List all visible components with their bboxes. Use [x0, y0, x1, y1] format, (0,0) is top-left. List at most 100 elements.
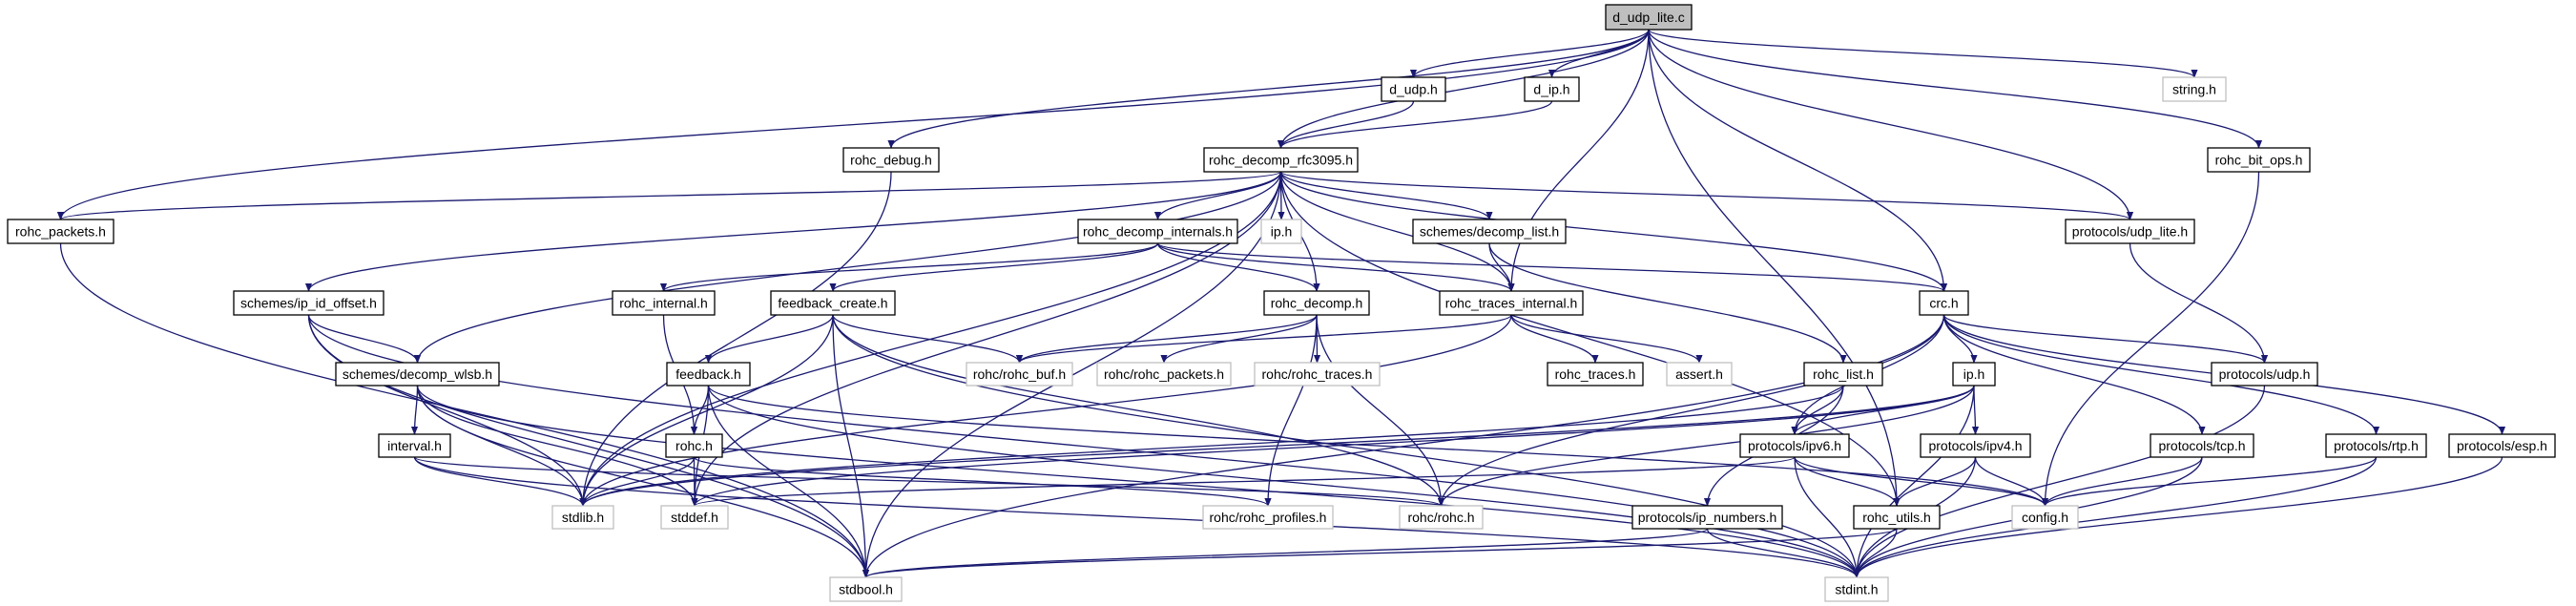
node-box	[1803, 362, 1883, 387]
node-label: d_udp_lite.c	[1612, 10, 1685, 25]
edge-rohc_utils-to-stdint	[1853, 528, 1898, 578]
node-label: assert.h	[1675, 366, 1723, 382]
graph-node-decomp-wlsb[interactable]: schemes/decomp_wlsb.h	[335, 362, 500, 387]
node-box	[1077, 219, 1238, 244]
graph-node-rohc-rohc-traces[interactable]: rohc/rohc_traces.h	[1254, 362, 1381, 387]
graph-node-ip-gray[interactable]: ip.h	[1260, 219, 1302, 244]
graph-node-root[interactable]: d_udp_lite.c	[1605, 4, 1693, 31]
graph-node-rohc-decomp[interactable]: rohc_decomp.h	[1263, 290, 1370, 316]
graph-node-rohc-packets[interactable]: rohc_packets.h	[7, 219, 114, 244]
graph-node-rtp[interactable]: protocols/rtp.h	[2325, 433, 2427, 458]
edge-root-to-bit_ops	[1648, 29, 2263, 149]
node-label: protocols/rtp.h	[2334, 438, 2419, 453]
graph-node-rohc-rohc-packets[interactable]: rohc/rohc_packets.h	[1096, 362, 1232, 387]
node-label: rohc_internal.h	[619, 296, 708, 311]
edge-root-to-udp_lite	[1648, 29, 2134, 220]
node-label: stddef.h	[671, 510, 718, 525]
graph-node-d-udp[interactable]: d_udp.h	[1381, 76, 1446, 102]
graph-node-ip-id-offset[interactable]: schemes/ip_id_offset.h	[233, 290, 384, 316]
edge-rohc_decomp-to-rohc_profiles	[1264, 314, 1318, 507]
graph-node-rohc-list[interactable]: rohc_list.h	[1803, 362, 1883, 387]
node-label: schemes/decomp_list.h	[1420, 224, 1559, 240]
node-label: rohc_list.h	[1813, 366, 1874, 382]
graph-node-ipv6[interactable]: protocols/ipv6.h	[1739, 433, 1850, 458]
edge-rtp-to-stdint	[1853, 456, 2378, 578]
graph-node-ipv4[interactable]: protocols/ipv4.h	[1920, 433, 2031, 458]
node-box	[1919, 290, 1969, 316]
node-label: protocols/tcp.h	[2158, 438, 2245, 453]
node-label: interval.h	[387, 438, 442, 453]
node-label: stdint.h	[1835, 582, 1878, 597]
graph-node-decomp-internals[interactable]: rohc_decomp_internals.h	[1077, 219, 1238, 244]
node-layer: d_udp_lite.c d_udp.h d_ip.h string.h rohc_de…	[7, 4, 2556, 602]
node-box	[1524, 76, 1580, 102]
graph-node-string[interactable]: string.h	[2162, 76, 2227, 102]
edge-decomp_internals-to-traces_internal	[1156, 242, 1515, 292]
graph-node-rfc3095[interactable]: rohc_decomp_rfc3095.h	[1203, 147, 1359, 173]
node-box	[2448, 433, 2556, 458]
graph-node-rohc-rohc[interactable]: rohc/rohc.h	[1399, 505, 1484, 530]
edge-rfc3095-to-udp_lite	[1279, 171, 2133, 220]
edge-crc-to-rohc_rohc	[1437, 314, 1945, 507]
graph-node-assert[interactable]: assert.h	[1666, 362, 1733, 387]
graph-node-feedback[interactable]: feedback.h	[666, 362, 751, 387]
edge-rohc_decomp-to-rohc_rohc	[1316, 314, 1445, 507]
edge-traces_internal-to-rohc_traces	[1510, 314, 1599, 364]
node-box	[2162, 76, 2227, 102]
edge-ip_id_offset-to-stdlib	[307, 314, 587, 507]
node-box	[233, 290, 384, 316]
node-box	[378, 433, 451, 458]
node-label: rohc/rohc_packets.h	[1104, 366, 1224, 382]
node-box	[335, 362, 500, 387]
edge-root-to-rohc_debug	[887, 29, 1650, 149]
graph-node-ip[interactable]: ip.h	[1952, 362, 1996, 387]
node-box	[551, 505, 614, 530]
graph-node-stddef[interactable]: stddef.h	[660, 505, 729, 530]
graph-node-rohc-buf[interactable]: rohc/rohc_buf.h	[966, 362, 1073, 387]
edge-rohc_utils-to-stdbool	[862, 528, 1898, 578]
graph-node-tcp[interactable]: protocols/tcp.h	[2150, 433, 2254, 458]
graph-node-config[interactable]: config.h	[2011, 505, 2079, 530]
graph-node-udp-lite[interactable]: protocols/udp_lite.h	[2065, 219, 2195, 244]
graph-node-stdbool[interactable]: stdbool.h	[829, 576, 903, 602]
graph-node-ip-numbers[interactable]: protocols/ip_numbers.h	[1631, 505, 1783, 530]
graph-node-d-ip[interactable]: d_ip.h	[1524, 76, 1580, 102]
graph-node-rohc-profiles[interactable]: rohc/rohc_profiles.h	[1202, 505, 1334, 530]
graph-node-decomp-list[interactable]: schemes/decomp_list.h	[1412, 219, 1567, 244]
node-box	[1412, 219, 1567, 244]
edge-rohc_decomp-to-rohc_rohc_packets	[1160, 314, 1318, 364]
graph-node-interval[interactable]: interval.h	[378, 433, 451, 458]
node-box	[1096, 362, 1232, 387]
edge-decomp_internals-to-crc	[1156, 242, 1947, 292]
edge-feedback_create-to-stdint	[832, 314, 1860, 578]
node-box	[1439, 290, 1584, 316]
graph-node-crc[interactable]: crc.h	[1919, 290, 1969, 316]
graph-node-rohc-utils[interactable]: rohc_utils.h	[1853, 505, 1941, 530]
node-label: rohc_utils.h	[1862, 510, 1931, 525]
graph-node-rohc-debug[interactable]: rohc_debug.h	[842, 147, 940, 173]
edge-ipv6-to-config	[1794, 456, 2049, 507]
node-box	[966, 362, 1073, 387]
edge-decomp_wlsb-to-stdint	[416, 385, 1860, 578]
node-label: schemes/ip_id_offset.h	[240, 296, 377, 311]
graph-node-feedback-create[interactable]: feedback_create.h	[770, 290, 896, 316]
node-box	[1853, 505, 1941, 530]
node-box	[2207, 147, 2311, 173]
graph-node-rohc-internal[interactable]: rohc_internal.h	[612, 290, 716, 316]
graph-node-rohc-traces[interactable]: rohc_traces.h	[1547, 362, 1644, 387]
edge-rohc_debug-to-stdlib	[579, 171, 892, 507]
graph-node-stdlib[interactable]: stdlib.h	[551, 505, 614, 530]
graph-node-esp[interactable]: protocols/esp.h	[2448, 433, 2556, 458]
edge-rohc_h-to-stdlib	[579, 456, 696, 507]
node-label: protocols/esp.h	[2457, 438, 2547, 453]
graph-node-udp[interactable]: protocols/udp.h	[2211, 362, 2318, 387]
node-box	[1631, 505, 1783, 530]
node-box	[1381, 76, 1446, 102]
edge-ip_id_offset-to-stdbool	[307, 314, 870, 578]
graph-node-traces-internal[interactable]: rohc_traces_internal.h	[1439, 290, 1584, 316]
node-label: rohc/rohc_buf.h	[973, 366, 1066, 382]
graph-node-stdint[interactable]: stdint.h	[1824, 576, 1889, 602]
graph-node-rohc-h[interactable]: rohc.h	[665, 433, 723, 458]
graph-node-bit-ops[interactable]: rohc_bit_ops.h	[2207, 147, 2311, 173]
node-label: rohc_decomp_internals.h	[1083, 224, 1233, 240]
